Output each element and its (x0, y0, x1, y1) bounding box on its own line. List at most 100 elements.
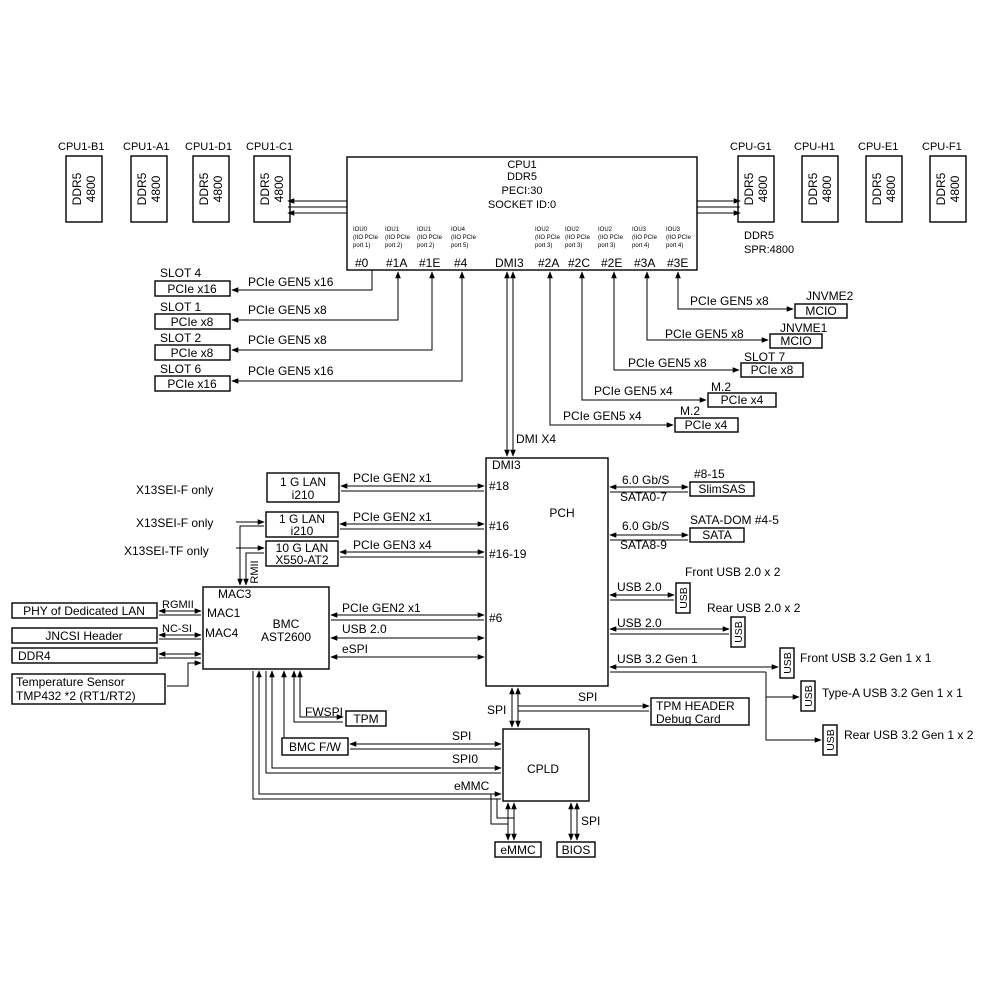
dimm-module-2 (192, 155, 230, 223)
slimsas-label: SlimSAS (698, 482, 745, 496)
jnvme1-type: MCIO (780, 334, 811, 348)
slot6-box (154, 375, 231, 392)
rear-usb2-connector (730, 616, 746, 648)
slot2-link: PCIe GEN5 x8 (248, 333, 327, 347)
slot1-link: PCIe GEN5 x8 (248, 303, 327, 317)
iou-label-4-1: (IIO PCIe (535, 235, 561, 241)
memory-bus-right (697, 198, 741, 216)
iou-label-6-0: IOU2 (598, 227, 613, 233)
m2-2-box (674, 417, 739, 433)
iou-label-8-0: IOU3 (666, 227, 681, 233)
cpu1-memory-type: DDR5 (507, 171, 537, 183)
lan1-box (266, 472, 340, 503)
tpm-header-line1: TPM HEADER (656, 699, 735, 713)
bmc-usb-link: USB 2.0 (342, 622, 387, 636)
bmc-mac4: MAC4 (205, 626, 239, 640)
front-usb32-connector (779, 647, 795, 679)
ddr4-box (11, 647, 158, 664)
cpld-block: CPLD (502, 728, 590, 802)
lan1-line1: 1 G LAN (280, 475, 326, 489)
sata2-port: SATA8-9 (620, 538, 667, 552)
dimm-note-type: DDR5 (744, 230, 774, 242)
rear-usb2-desc: Rear USB 2.0 x 2 (707, 601, 801, 615)
bmc-chip: AST2600 (261, 630, 311, 644)
slot1-label: SLOT 1 (160, 300, 201, 314)
dimm-slot-label-3: CPU1-C1 (246, 141, 293, 153)
iou-label-3-1: (IIO PCIe (451, 235, 477, 241)
dimm-module-1 (801, 155, 839, 223)
rmii-bus: RMII (237, 525, 264, 586)
iou-label-3-0: IOU4 (451, 227, 466, 233)
lan3-group: X13SEI-TF only 10 G LAN X550-AT2 PCIe GE… (124, 538, 485, 567)
dimm-slot-label-0: CPU1-B1 (58, 141, 104, 153)
iou-label-0-1: (IIO PCIe (353, 235, 379, 241)
cpu-port-9: #3E (667, 256, 688, 270)
dimm-slot-label-1: CPU1-A1 (123, 141, 169, 153)
pch-block: DMI3 PCH #18 #16 #16-19 #6 (485, 457, 609, 687)
slot6-type: PCIe x16 (167, 377, 217, 391)
phy-dedicated-lan-label: PHY of Dedicated LAN (23, 604, 145, 618)
ncsi-label: NC-SI (162, 623, 192, 635)
jncsi-header-label: JNCSI Header (45, 629, 122, 643)
iou-label-8-2: port 4) (666, 243, 683, 249)
front-usb2-group: Front USB 2.0 x 2 USB 2.0 USB (609, 565, 781, 614)
bmc-title: BMC (273, 617, 300, 631)
cpu-port-7: #2E (601, 256, 622, 270)
dimm-speed-0: 4800 (756, 175, 770, 202)
dimm-slot-label-2: CPU1-D1 (185, 141, 232, 153)
dimm-type-3: DDR5 (934, 172, 948, 205)
front-usb2-connector (675, 582, 691, 614)
cpu-port-1: #1A (386, 256, 407, 270)
memory-bus-left (287, 198, 347, 216)
iou-label-2-0: IOU1 (417, 227, 432, 233)
front-usb2-link: USB 2.0 (617, 580, 662, 594)
iou-label-8-1: (IIO PCIe (666, 235, 692, 241)
rear-usb2-connector-label: USB (733, 621, 745, 643)
pch-port-18: #18 (489, 479, 509, 493)
dimm-speed-1: 4800 (820, 175, 834, 202)
pch-dmi-label: DMI3 (492, 458, 521, 472)
usb32-link: USB 3.2 Gen 1 (617, 652, 698, 666)
cpu-port-3: #4 (454, 256, 468, 270)
jnvme2-type: MCIO (805, 304, 836, 318)
dimm-type-3: DDR5 (258, 172, 272, 205)
cpu-port-6: #2C (568, 256, 590, 270)
typea-usb32-connector (800, 680, 816, 712)
cpu-port-4: DMI3 (495, 256, 524, 270)
slot1-box (154, 313, 231, 330)
tpm-spi-label: SPI (578, 690, 597, 704)
jnvme1-label: JNVME1 (780, 321, 828, 335)
bmc-mac1: MAC1 (207, 606, 241, 620)
front-usb2-desc: Front USB 2.0 x 2 (685, 565, 781, 579)
slimsas-box (689, 481, 755, 497)
tpm-label: TPM (353, 712, 378, 726)
dimm-slot-label-1: CPU-H1 (794, 141, 835, 153)
front-usb32-connector-label: USB (782, 652, 794, 674)
jncsi-header-box (11, 627, 158, 644)
dmi-link: DMI X4 (504, 271, 556, 457)
usb32-group: USB 3.2 Gen 1 USB Front USB 3.2 Gen 1 x … (609, 647, 974, 756)
cpld-spi-link: SPI (452, 729, 471, 743)
bmc-mac3: MAC3 (218, 587, 252, 601)
dimm-module-3 (929, 155, 967, 223)
bios-label: BIOS (562, 843, 591, 857)
tpm-header-line2: Debug Card (656, 712, 721, 726)
lan1-link: PCIe GEN2 x1 (353, 471, 432, 485)
rmii-label: RMII (249, 560, 261, 583)
sata1-port: SATA0-7 (620, 490, 667, 504)
iou-label-2-1: (IIO PCIe (417, 235, 443, 241)
bmc-fw-label: BMC F/W (289, 740, 342, 754)
slot7-box (740, 362, 804, 378)
lan3-line2: X550-AT2 (275, 553, 328, 567)
dimm-speed-3: 4800 (272, 175, 286, 202)
slot4-link: PCIe GEN5 x16 (248, 275, 334, 289)
iou-label-7-2: port 4) (632, 243, 649, 249)
lan2-line1: 1 G LAN (279, 512, 325, 526)
iou-label-6-2: port 3) (598, 243, 615, 249)
satadom-label: SATA (702, 528, 732, 542)
slimsas-top: #8-15 (694, 467, 725, 481)
bios-box (556, 841, 596, 858)
iou-label-1-2: port 2) (385, 243, 402, 249)
